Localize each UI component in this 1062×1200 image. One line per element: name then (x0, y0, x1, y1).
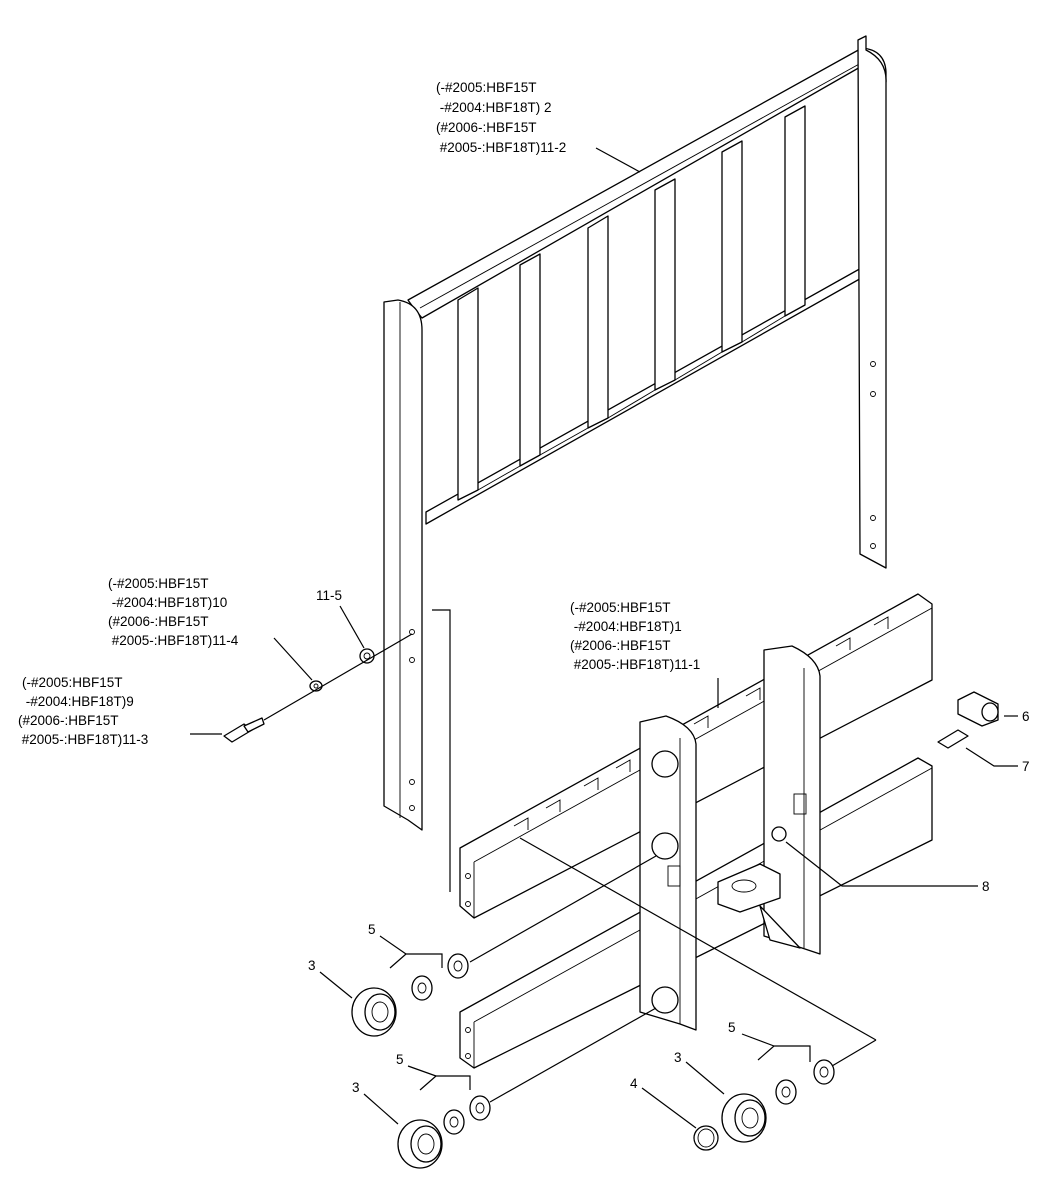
bearing-3-upper (351, 987, 397, 1037)
label-7: 7 (1022, 759, 1030, 774)
label-3-lower-right: 3 (674, 1050, 682, 1065)
bearing-3-lower-left (397, 1119, 443, 1169)
label-carriage-line4: #2005-:HBF18T)11-1 (570, 657, 700, 672)
part-6-adjuster (957, 691, 999, 727)
label-8: 8 (982, 879, 990, 894)
label-backrest-line1: (-#2005:HBF15T (436, 80, 537, 95)
leader-lines (190, 147, 1018, 1129)
label-5-lower-right: 5 (728, 1020, 736, 1035)
part-7-screw (937, 729, 969, 749)
label-bolt-9-line4: #2005-:HBF18T)11-3 (18, 732, 148, 747)
label-backrest-line4: #2005-:HBF18T)11-2 (436, 140, 566, 155)
label-washer-10-line2: -#2004:HBF18T)10 (108, 595, 227, 610)
label-carriage-1: (-#2005:HBF15T -#2004:HBF18T)1 (#2006-:H… (570, 600, 700, 672)
label-bolt-9-line2: -#2004:HBF18T)9 (22, 694, 134, 709)
bearing-3-lower-right (721, 1093, 767, 1143)
label-washer-10-line4: #2005-:HBF18T)11-4 (108, 633, 239, 648)
label-11-5: 11-5 (316, 588, 342, 603)
bolt-9 (223, 717, 265, 743)
label-backrest-line3: (#2006-:HBF15T (436, 120, 537, 135)
label-bolt-9-line3: (#2006-:HBF15T (18, 713, 119, 728)
label-carriage-line3: (#2006-:HBF15T (570, 638, 671, 653)
label-washer-10-line1: (-#2005:HBF15T (108, 576, 209, 591)
fork-carriage (459, 593, 933, 1069)
label-5-upper: 5 (368, 922, 376, 937)
washer-11-5 (359, 648, 375, 664)
label-carriage-line1: (-#2005:HBF15T (570, 600, 671, 615)
label-5-lower-left: 5 (396, 1052, 404, 1067)
label-3-upper: 3 (308, 958, 316, 973)
label-4: 4 (630, 1076, 638, 1091)
snap-ring-4 (693, 1125, 719, 1151)
backrest-slats (457, 105, 806, 501)
label-washer-10: (-#2005:HBF15T -#2004:HBF18T)10 (#2006-:… (108, 576, 239, 648)
label-6: 6 (1022, 709, 1030, 724)
washers-5 (411, 953, 835, 1135)
label-backrest: (-#2005:HBF15T -#2004:HBF18T) 2 (#2006-:… (436, 80, 566, 155)
label-3-lower-left: 3 (352, 1080, 360, 1095)
label-bolt-9: (-#2005:HBF15T -#2004:HBF18T)9 (#2006-:H… (18, 675, 148, 747)
label-bolt-9-line1: (-#2005:HBF15T (22, 675, 123, 690)
label-washer-10-line3: (#2006-:HBF15T (108, 614, 209, 629)
label-carriage-line2: -#2004:HBF18T)1 (570, 619, 682, 634)
load-backrest (383, 35, 887, 831)
label-backrest-line2: -#2004:HBF18T) 2 (436, 100, 552, 115)
